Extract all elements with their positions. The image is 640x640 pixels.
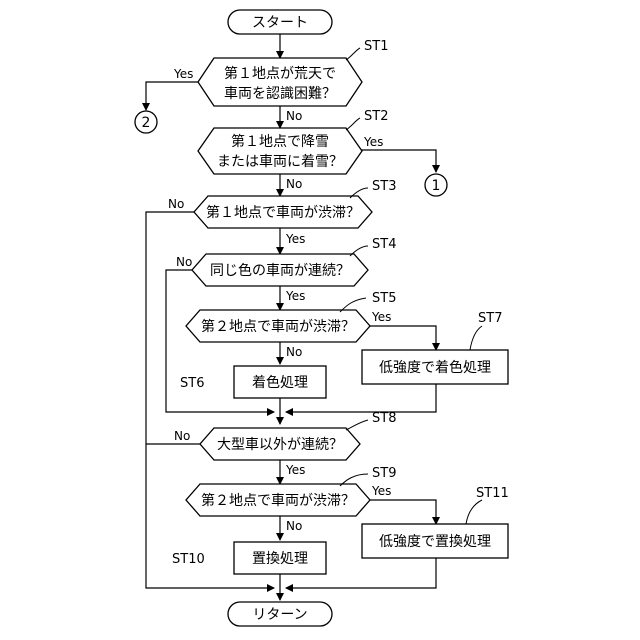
st2-line1: 第１地点で降雪 — [231, 133, 329, 150]
st5-no-label: No — [286, 345, 302, 359]
st11-step-label: ST11 — [476, 486, 509, 501]
start-label: スタート — [252, 15, 308, 31]
st11-leader — [466, 500, 482, 524]
st8-step-label: ST8 — [372, 411, 396, 426]
st4-text: 同じ色の車両が連続？ — [210, 262, 350, 279]
st8-no-label: No — [174, 429, 190, 443]
st3-no-label: No — [168, 197, 184, 211]
st7-text: 低強度で着色処理 — [379, 359, 491, 376]
end-terminal: リターン — [228, 602, 332, 626]
decision-st2: 第１地点で降雪 または車両に着雪？ — [198, 128, 362, 174]
start-terminal: スタート — [228, 10, 332, 34]
st5-text: 第２地点で車両が渋滞？ — [201, 318, 355, 335]
st9-yes-label: Yes — [371, 484, 391, 498]
st9-no-label: No — [286, 519, 302, 533]
st1-yes-label: Yes — [173, 67, 193, 81]
arrow-st9-st11 — [368, 500, 436, 524]
st1-line1: 第１地点が荒天で — [224, 65, 336, 82]
st2-step-label: ST2 — [364, 109, 388, 124]
st10-text: 置換処理 — [252, 551, 308, 567]
process-st7: 低強度で着色処理 — [362, 350, 508, 384]
st8-text: 大型車以外が連続？ — [217, 436, 343, 453]
arrow-st1-connector2 — [146, 82, 200, 110]
arrow-st2-connector1 — [360, 150, 436, 172]
end-label: リターン — [252, 607, 307, 623]
st2-leader — [346, 118, 360, 130]
st5-step-label: ST5 — [372, 291, 396, 306]
process-st6: 着色処理 — [234, 366, 326, 398]
st10-step-label: ST10 — [172, 552, 205, 567]
arrow-st5-st7 — [368, 326, 436, 350]
decision-st9: 第２地点で車両が渋滞？ — [186, 484, 370, 516]
connector-1-label: 1 — [432, 178, 441, 194]
st3-text: 第１地点で車両が渋滞？ — [206, 204, 360, 221]
st4-step-label: ST4 — [372, 237, 396, 252]
st6-step-label: ST6 — [180, 376, 204, 391]
st7-step-label: ST7 — [478, 311, 502, 326]
decision-st3: 第１地点で車両が渋滞？ — [194, 196, 372, 228]
process-st10: 置換処理 — [234, 542, 326, 574]
connector-2: 2 — [135, 111, 157, 133]
decision-st1: 第１地点が荒天で 車両を認識困難？ — [198, 58, 362, 106]
st4-yes-label: Yes — [285, 289, 305, 303]
st8-leader — [346, 420, 368, 430]
st9-step-label: ST9 — [372, 466, 396, 481]
st3-yes-label: Yes — [285, 232, 305, 246]
st2-no-label: No — [286, 177, 302, 191]
st5-yes-label: Yes — [371, 310, 391, 324]
st7-leader — [470, 326, 482, 350]
st11-text: 低強度で置換処理 — [379, 534, 491, 550]
st8-yes-label: Yes — [285, 463, 305, 477]
st1-step-label: ST1 — [364, 39, 388, 54]
st1-no-label: No — [286, 109, 302, 123]
st1-line2: 車両を認識困難？ — [224, 85, 336, 102]
connector-2-label: 2 — [142, 115, 151, 131]
st9-text: 第２地点で車両が渋滞？ — [201, 492, 355, 509]
st3-step-label: ST3 — [372, 179, 396, 194]
st2-line2: または車両に着雪？ — [217, 153, 343, 170]
decision-st4: 同じ色の車両が連続？ — [192, 254, 368, 286]
st4-no-label: No — [176, 255, 192, 269]
connector-1: 1 — [425, 174, 447, 196]
decision-st5: 第２地点で車両が渋滞？ — [186, 310, 370, 342]
decision-st8: 大型車以外が連続？ — [200, 428, 360, 460]
st2-yes-label: Yes — [363, 135, 383, 149]
st1-leader — [346, 48, 360, 60]
process-st11: 低強度で置換処理 — [362, 524, 508, 558]
st6-text: 着色処理 — [252, 374, 308, 391]
